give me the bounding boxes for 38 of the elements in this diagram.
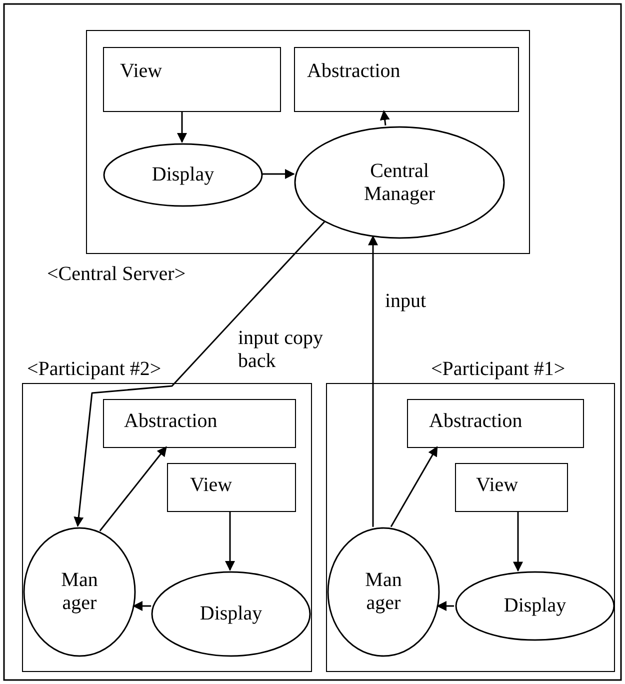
box-label: Abstraction <box>124 410 218 433</box>
ellipse-label: Man ager <box>60 569 99 615</box>
panel-heading: <Participant #1> <box>431 358 566 381</box>
arrow <box>177 111 187 143</box>
abstraction-box <box>103 399 296 448</box>
arrow <box>368 235 378 527</box>
view-box <box>103 47 281 112</box>
manager-ellipse <box>327 527 440 657</box>
view-box <box>167 463 296 512</box>
arrow <box>436 601 454 611</box>
ellipse-label: Display <box>502 594 568 618</box>
ellipse-label: Man ager <box>364 569 403 615</box>
box-label: Abstraction <box>429 410 522 433</box>
arrow <box>74 221 326 527</box>
display-ellipse <box>455 571 615 641</box>
ellipse-label: Display <box>198 602 264 626</box>
box-label: View <box>190 474 232 497</box>
arrow <box>132 601 152 611</box>
arrow <box>225 511 235 571</box>
box-label: Abstraction <box>307 60 400 83</box>
arrow <box>262 169 295 179</box>
display-ellipse <box>151 571 311 657</box>
arrow <box>380 110 390 126</box>
arrow <box>99 446 167 532</box>
ellipse-label: Central Manager <box>362 160 436 206</box>
manager-ellipse <box>23 527 136 657</box>
box-label: View <box>120 60 162 83</box>
ellipse-label: Display <box>150 164 216 186</box>
panel-heading: <Participant #2> <box>27 358 162 381</box>
panel-heading: <Central Server> <box>47 263 186 286</box>
abstraction-box <box>294 47 519 112</box>
box-label: View <box>476 474 518 497</box>
display-ellipse <box>103 143 263 207</box>
manager-ellipse <box>294 126 505 239</box>
arrow <box>390 446 438 528</box>
view-box <box>455 463 568 512</box>
abstraction-box <box>407 399 584 448</box>
arrow <box>513 511 523 572</box>
